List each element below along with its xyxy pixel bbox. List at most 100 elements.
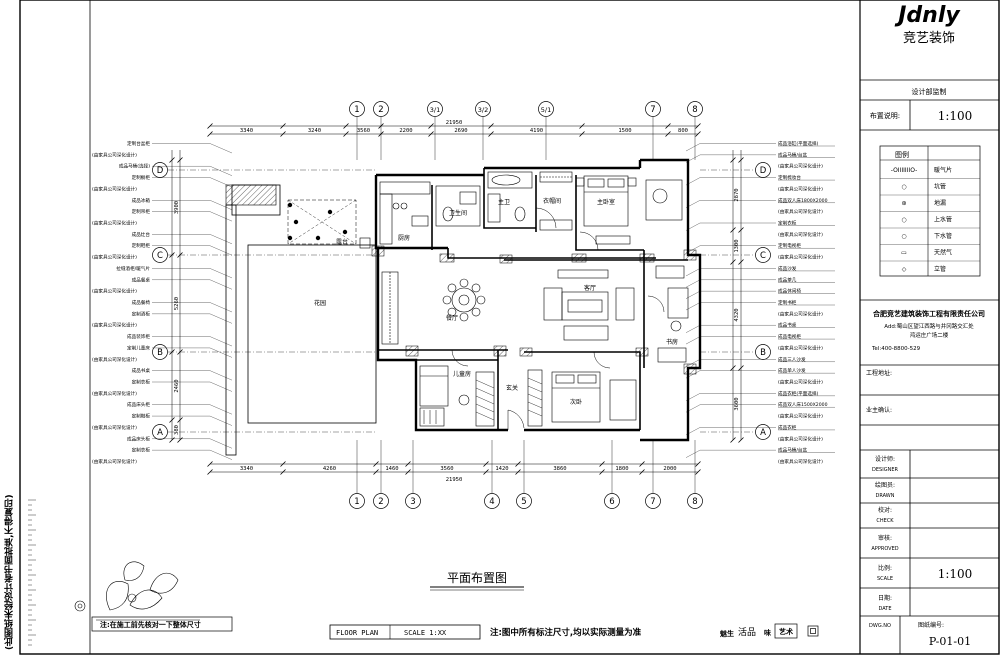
study-furniture (655, 265, 689, 363)
right-annotation: (由家具公司深化设计) (778, 185, 823, 192)
left-annotation: (由家具公司深化设计) (92, 220, 137, 227)
legend-label: 坑管 (934, 183, 946, 191)
dining-chair (471, 307, 481, 317)
legend-label: 天然气 (934, 249, 952, 257)
left-annotation: 成品灶台 (132, 231, 151, 238)
dim-bottom: 4260 (323, 466, 336, 472)
room-kids: 儿童房 (453, 370, 471, 378)
dining-chair (447, 283, 457, 293)
axis-bubble-right (755, 344, 771, 360)
dwg-en: DWG.NO (869, 623, 891, 629)
legend-label: 立管 (934, 265, 946, 273)
axis-label-top: 3/2 (478, 106, 488, 114)
right-annotation: 成品三人沙发 (778, 356, 806, 363)
cloakroom-fixtures (539, 171, 573, 231)
left-annotation: 成品书桌 (132, 367, 151, 374)
interior-walls (378, 168, 688, 430)
right-annotation: 成品衣柜(平面选择) (778, 390, 819, 397)
axis-label-top: 2 (378, 105, 383, 115)
dim-right: 3600 (734, 397, 740, 410)
dim-right: 4320 (734, 308, 740, 321)
dim-top: 2200 (399, 128, 412, 134)
axis-bubble-bottom (645, 493, 661, 509)
axis-label-top: 1 (354, 105, 359, 115)
legend-symbol: ○ (901, 217, 906, 224)
legend-symbol: -OIIIIIIIO- (891, 167, 918, 174)
dim-top: 4190 (530, 128, 543, 134)
room-master-bed: 主卧室 (597, 198, 615, 206)
dim-top: 1500 (618, 128, 631, 134)
dim-bottom: 3340 (240, 466, 253, 472)
axis-label-left: C (157, 251, 163, 261)
right-annotation: 定制电视柜 (778, 242, 801, 249)
left-annotation: 定制台盆柜 (127, 140, 150, 147)
left-annotation: (由家具公司深化设计) (92, 424, 137, 431)
axis-bubble-right (755, 247, 771, 263)
left-annotation: 定制橱柜 (132, 174, 151, 181)
left-annotation: 成品餐桌 (132, 276, 151, 283)
plan-scale: SCALE 1:XX (404, 629, 447, 637)
sheet-frame (19, 0, 1000, 655)
right-annotation: (由家具公司深化设计) (778, 231, 823, 238)
axis-label-top: 8 (692, 105, 697, 115)
living-furniture (543, 269, 635, 341)
bottom-strip: 平面布置图 注:在施工前先核对一下整体尺寸 FLOOR PLAN SCALE 1… (74, 561, 819, 640)
scale-label: 布置说明: (870, 111, 900, 120)
left-annotation: 成品餐椅 (132, 299, 151, 306)
legend-title: 图例 (895, 150, 909, 159)
left-note: 注:在施工前先核对一下整体尺寸 (100, 620, 201, 629)
axis-bubble-bottom (516, 493, 532, 509)
room-kitchen: 厨房 (398, 234, 410, 242)
right-annotation: 成品马桶/台盆 (778, 151, 808, 158)
axis-bubble-right (755, 424, 771, 440)
exterior-walls (374, 158, 702, 442)
right-annotation: 成品书桌 (778, 322, 797, 329)
dim-left: 5260 (174, 297, 180, 310)
slogan-b: 活品 (738, 626, 756, 638)
scale2-cn: 比例: (878, 564, 892, 572)
right-annotation: 成品休闲椅 (778, 288, 801, 295)
company-address-2: 鸿运庄广场二楼 (910, 331, 949, 339)
left-annotation: (由家具公司深化设计) (92, 254, 137, 261)
right-annotation: (由家具公司深化设计) (778, 254, 823, 261)
right-annotation: (由家具公司深化设计) (778, 435, 823, 442)
vertical-copyright-note: (此图纸未经设计者书面批准,不得复印) (5, 494, 15, 650)
room-cloakroom: 衣帽间 (543, 197, 561, 205)
drawn-cn: 绘图员: (875, 481, 895, 489)
dim-top: 3340 (240, 128, 253, 134)
dept-label: 设计部监制 (912, 87, 947, 96)
dwg-value: P-01-01 (929, 635, 971, 648)
dining-chair (442, 295, 452, 305)
legend-symbol: ○ (901, 184, 906, 191)
left-annotation: (由家具公司深化设计) (92, 356, 137, 363)
axis-label-bottom: 6 (609, 497, 614, 507)
left-annotation: 成品马桶(选择) (119, 163, 150, 170)
date-cn: 日期: (878, 594, 892, 602)
axis-label-bottom: 3 (410, 497, 415, 507)
dim-top-overall: 21950 (446, 120, 463, 126)
legend-symbol: ○ (901, 233, 906, 240)
axis-bubble-bottom (604, 493, 620, 509)
room-study: 书房 (666, 338, 678, 346)
left-annotation: (由家具公司深化设计) (92, 322, 137, 329)
room-living: 客厅 (584, 284, 596, 292)
dim-right: 1300 (734, 239, 740, 252)
kitchen-furniture (359, 181, 431, 249)
legend-symbol: ▭ (901, 250, 907, 257)
dining-chair (459, 278, 469, 288)
room-entry: 玄关 (506, 384, 518, 392)
brand-cn-name: 竞艺装饰 (903, 30, 955, 46)
second-bedroom-furniture (527, 369, 637, 427)
approved-en: APPROVED (871, 546, 898, 552)
right-annotation: (由家具公司深化设计) (778, 344, 823, 351)
dim-left: 3900 (174, 201, 180, 214)
garden-area (225, 184, 377, 456)
slogan-c: 味 (764, 628, 771, 637)
scale2-en: SCALE (877, 576, 893, 582)
flower-logo-icon (74, 561, 200, 621)
axis-label-top: 5/1 (541, 106, 551, 114)
left-annotation: 成品装饰柜 (127, 333, 150, 340)
designer-cn: 设计师: (875, 455, 895, 463)
axis-label-bottom: 2 (378, 497, 383, 507)
